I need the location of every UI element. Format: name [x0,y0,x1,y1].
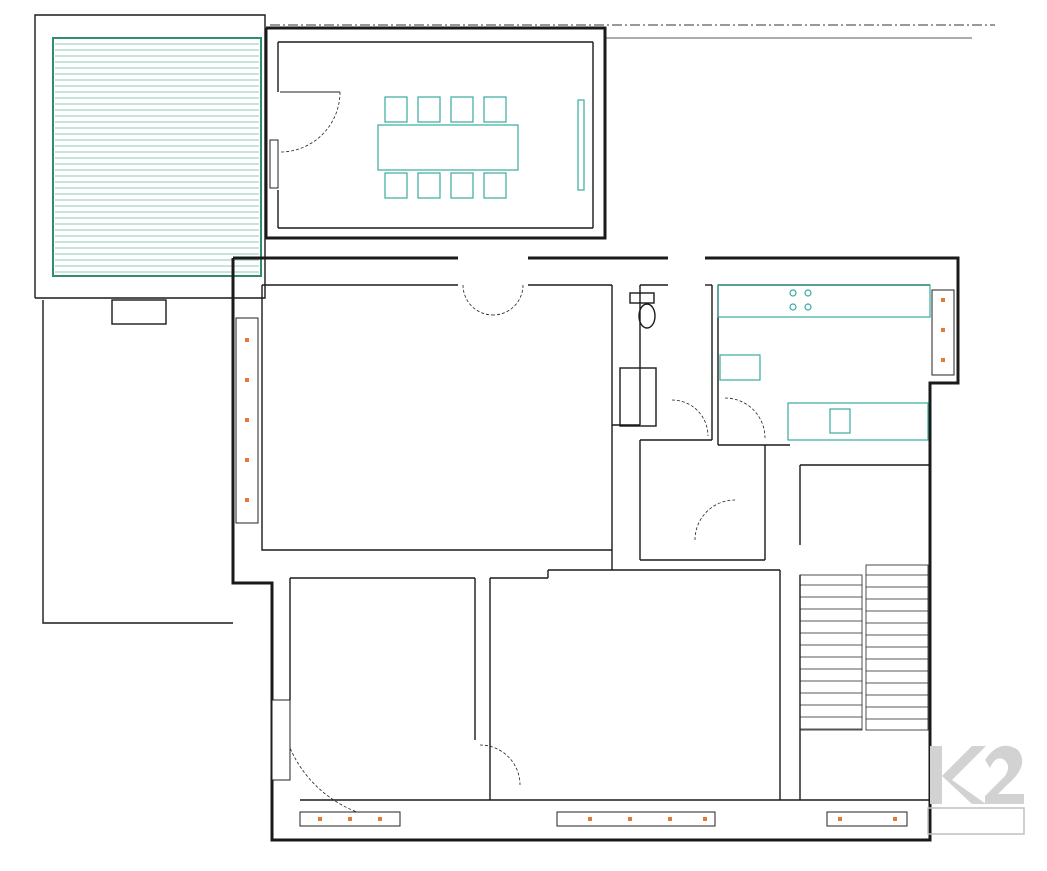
window-mark [941,358,945,362]
window-mark [893,817,897,821]
window-mark [245,498,249,502]
window-mark [941,328,945,332]
window-mark [245,378,249,382]
terrace [34,14,266,624]
window-mark [668,817,672,821]
window-mark [318,817,322,821]
staircase [799,564,929,731]
window-mark [348,817,352,821]
window-mark [245,418,249,422]
conference-table [377,96,585,199]
window-mark [941,298,945,302]
window-mark [245,458,249,462]
window-mark [703,817,707,821]
building-outline [231,256,960,842]
window-mark [588,817,592,821]
window-mark [838,817,842,821]
office-top-outline [264,26,607,240]
wc-fixtures [619,292,657,427]
window-mark [628,817,632,821]
windows [235,139,955,827]
doors [279,91,766,821]
window-mark [378,817,382,821]
window-mark [245,338,249,342]
company-logo [927,745,1025,835]
kitchen-units [717,284,931,441]
